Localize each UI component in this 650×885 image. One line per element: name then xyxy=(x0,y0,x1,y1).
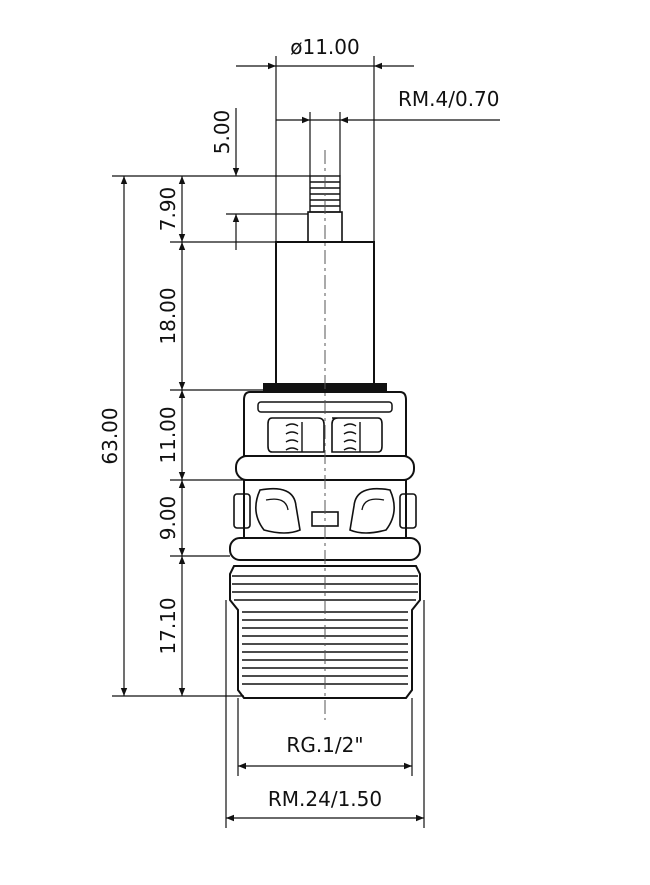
dim-outer-thread-label: RM.24/1.50 xyxy=(268,787,382,811)
lug-right xyxy=(349,487,395,534)
dim-stem-thread-label: RM.4/0.70 xyxy=(398,87,500,111)
lug-left xyxy=(255,487,301,534)
spring-window-right xyxy=(331,417,383,453)
dim-18-label: 18.00 xyxy=(156,287,180,344)
dim-7-9-label: 7.90 xyxy=(156,187,180,232)
dim-9-label: 9.00 xyxy=(156,496,180,541)
spring-window-left xyxy=(267,417,325,453)
dimensions xyxy=(112,56,500,828)
dim-11-label: 11.00 xyxy=(156,406,180,463)
dim-diameter-label: ø11.00 xyxy=(290,35,360,59)
dim-5-label: 5.00 xyxy=(210,110,234,155)
dim-body-thread-label: RG.1/2" xyxy=(286,733,363,757)
dim-17-1-label: 17.10 xyxy=(156,597,180,654)
dim-overall-label: 63.00 xyxy=(98,407,122,464)
